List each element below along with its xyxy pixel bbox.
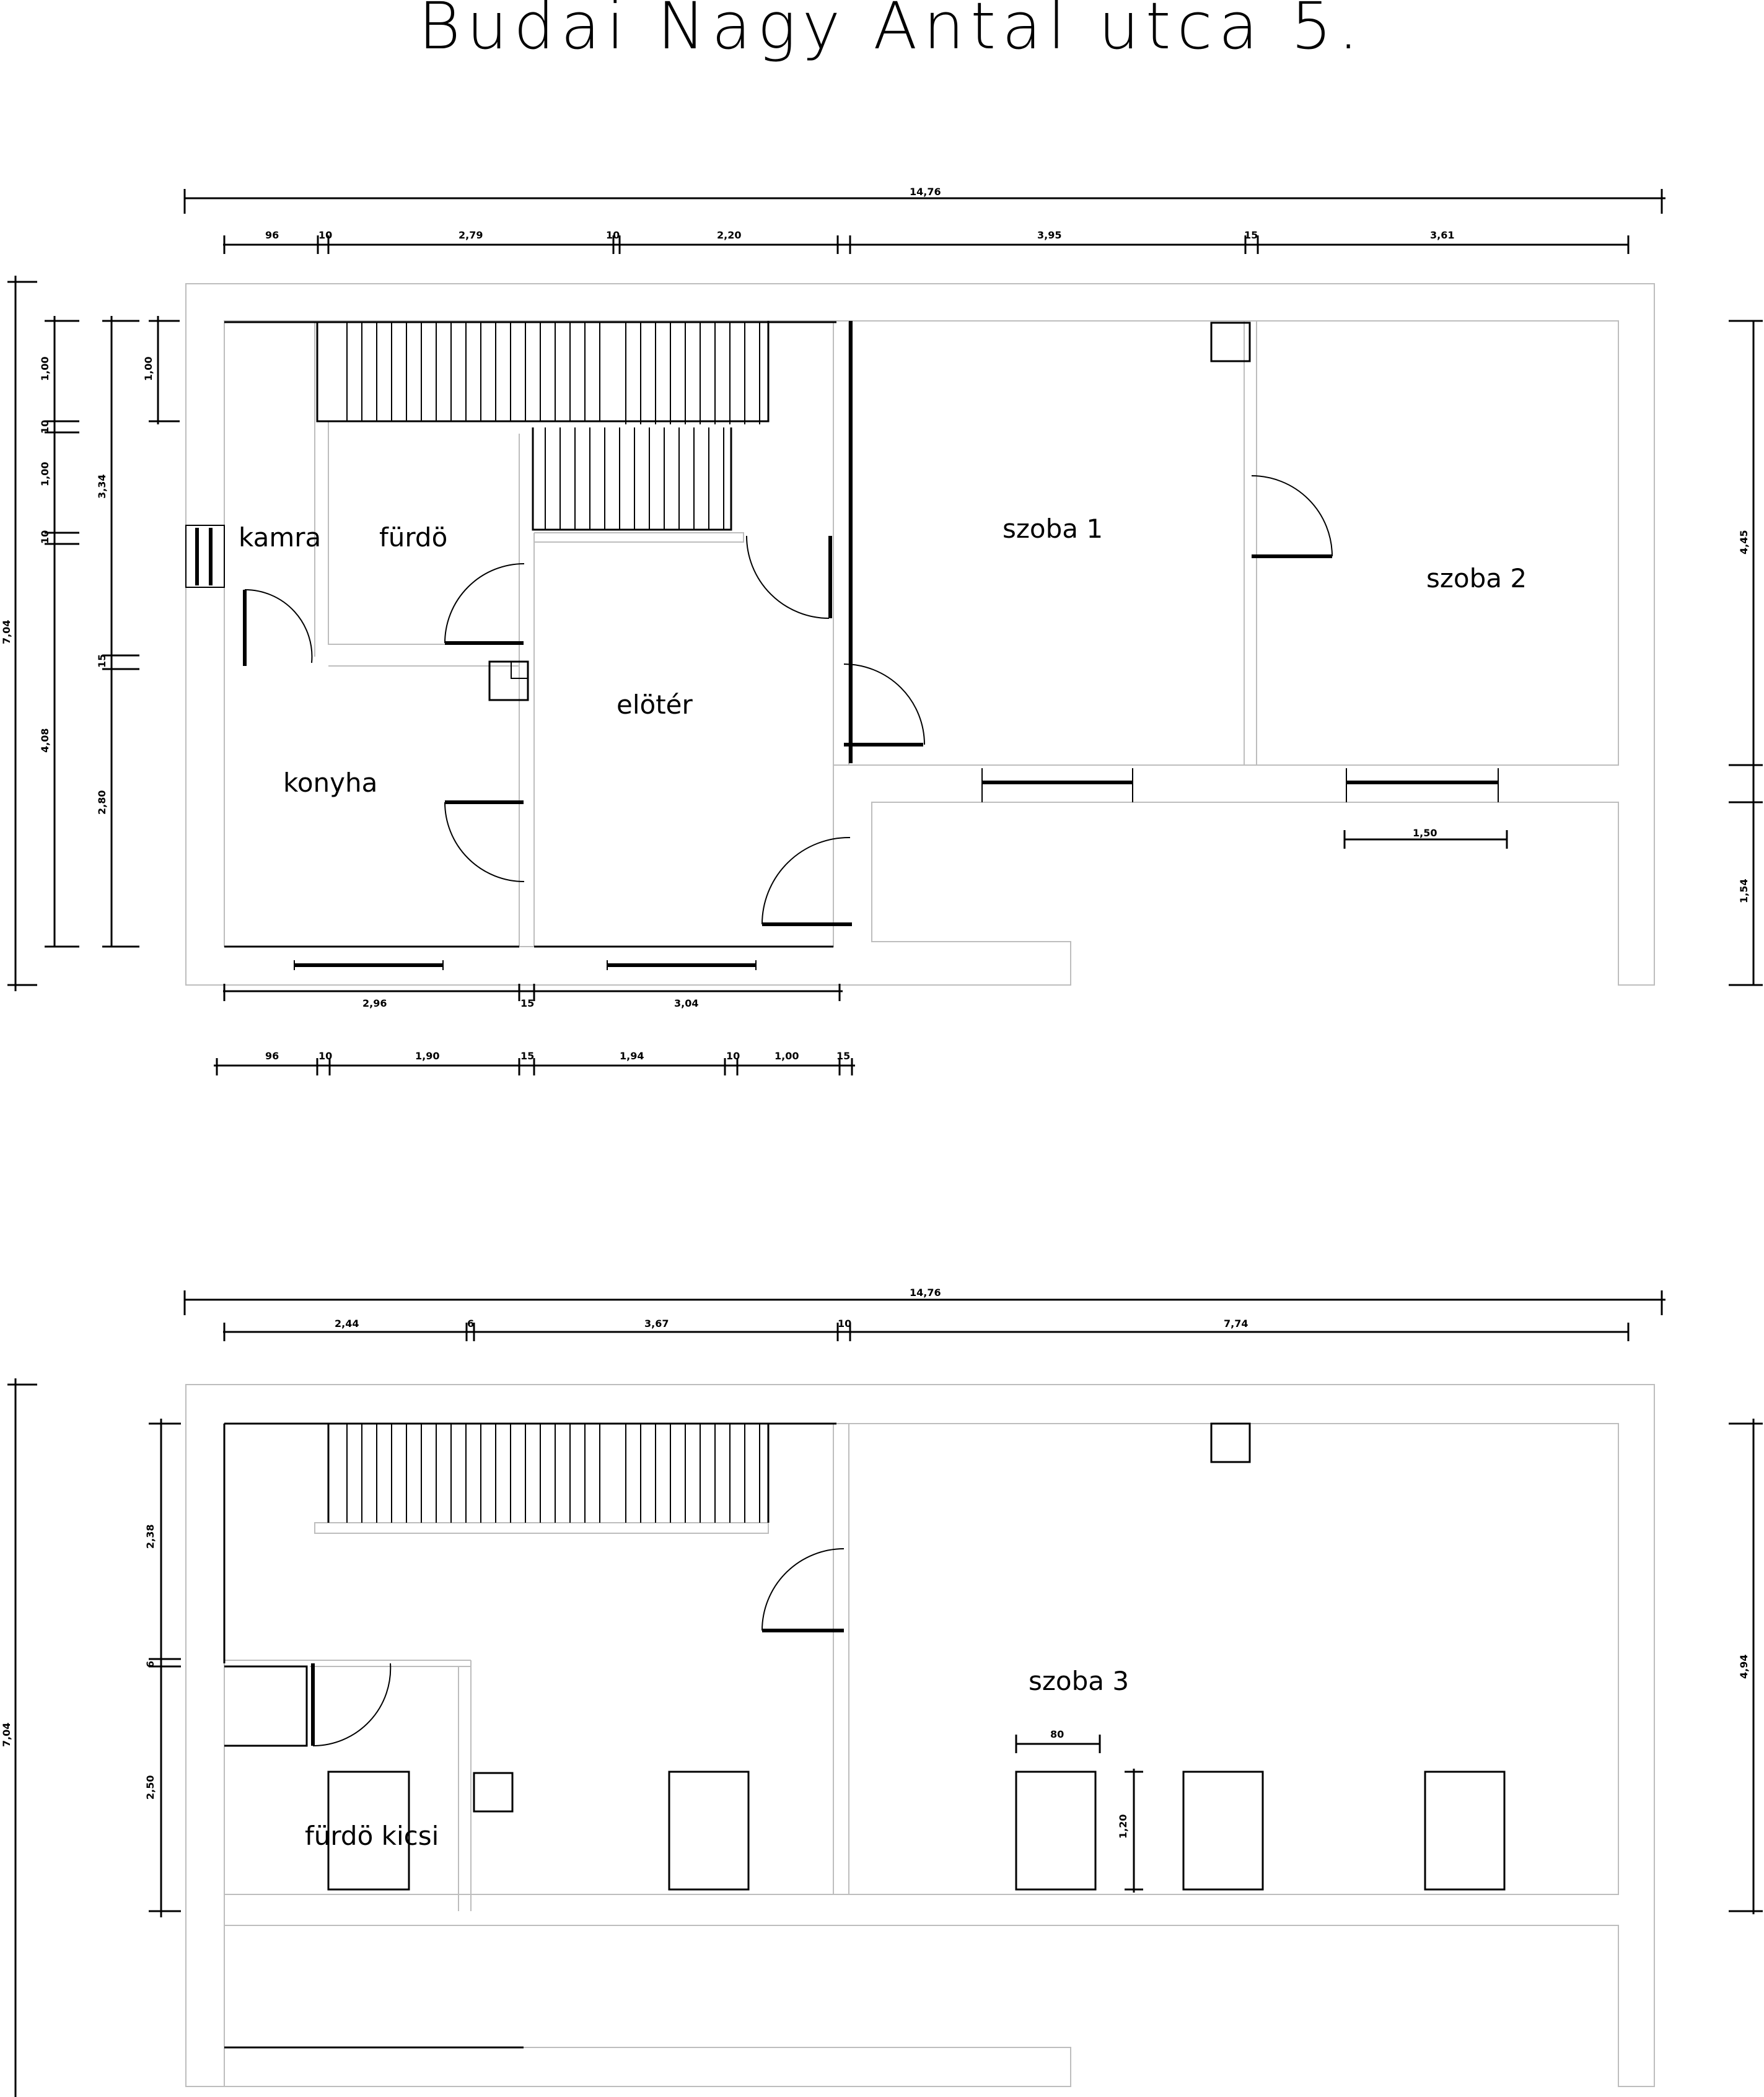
dim-text: 6 — [144, 1661, 156, 1668]
dim-text: 15 — [836, 1050, 850, 1062]
ground-floor-plan: kamra fürdö szoba 1 szoba 2 elötér konyh… — [1, 186, 1763, 1075]
room-label-furdo-kicsi: fürdö kicsi — [305, 1821, 439, 1851]
dimension-lines — [7, 1290, 1763, 2097]
dim-text: 15 — [520, 997, 534, 1009]
dim-text: 10 — [726, 1050, 740, 1062]
dim-total-height: 7,04 — [1, 620, 12, 644]
dim-text: 2,44 — [335, 1318, 359, 1329]
room-label-szoba2: szoba 2 — [1426, 563, 1527, 593]
plan-title: Budai Nagy Antal utca 5. — [418, 0, 1365, 64]
door — [444, 563, 525, 645]
dim-text: 2,79 — [459, 229, 483, 241]
dim-text: 96 — [265, 229, 279, 241]
dim-text: 2,50 — [144, 1775, 156, 1800]
upper-floor-plan: szoba 3 fürdö kicsi 14,76 2,44 6 3,67 10… — [1, 1287, 1763, 2097]
roof-window — [1182, 1771, 1264, 1891]
dim-text: 4,08 — [39, 729, 51, 753]
chimney-small — [488, 660, 529, 701]
dim-text: 3,95 — [1037, 229, 1061, 241]
dim-text: 10 — [318, 1050, 332, 1062]
door — [311, 1663, 392, 1747]
dim-text: 2,80 — [96, 790, 108, 815]
door — [761, 836, 852, 926]
window — [294, 960, 444, 970]
window — [185, 525, 225, 588]
dim-text: 2,38 — [144, 1525, 156, 1549]
dim-text: 15 — [96, 654, 108, 668]
dim-text: 3,67 — [644, 1318, 669, 1329]
room-label-eloter: elötér — [617, 690, 693, 720]
roof-window — [1015, 1771, 1097, 1891]
dim-total-width: 14,76 — [910, 186, 941, 198]
dim-text: 1,00 — [774, 1050, 799, 1062]
dim-text: 3,34 — [96, 475, 108, 499]
window — [981, 768, 1133, 802]
dim-text: 96 — [265, 1050, 279, 1062]
door — [243, 589, 313, 666]
dim-total-width: 14,76 — [910, 1287, 941, 1298]
dim-text: 10 — [39, 420, 51, 434]
dim-text: 10 — [838, 1318, 851, 1329]
dim-text: 15 — [1244, 229, 1258, 241]
dim-text: 7,74 — [1224, 1318, 1248, 1329]
staircase — [224, 1422, 836, 1523]
dim-text: 10 — [318, 229, 332, 241]
dim-text: 10 — [606, 229, 620, 241]
dim-text: 1,00 — [143, 357, 154, 381]
dim-text: 1,00 — [39, 462, 51, 486]
dim-text: 2,96 — [362, 997, 387, 1009]
door — [761, 1548, 845, 1632]
dim-text: 2,20 — [717, 229, 741, 241]
dim-window-width: 1,50 — [1413, 827, 1437, 839]
door — [1251, 475, 1333, 558]
door — [843, 663, 925, 746]
chimney-small — [473, 1772, 514, 1813]
roof-window — [668, 1771, 750, 1891]
dim-total-height: 7,04 — [1, 1723, 12, 1747]
room-label-konyha: konyha — [283, 768, 377, 798]
room-label-szoba3: szoba 3 — [1029, 1666, 1129, 1696]
room-label-furdo: fürdö — [379, 522, 447, 553]
dim-text: 80 — [1050, 1728, 1064, 1740]
dim-text: 4,94 — [1738, 1655, 1750, 1679]
roof-window — [327, 1771, 410, 1891]
dim-text: 1,94 — [620, 1050, 644, 1062]
door — [444, 800, 525, 882]
dim-text: 1,54 — [1738, 879, 1750, 903]
dim-text: 1,90 — [415, 1050, 439, 1062]
room-label-kamra: kamra — [239, 522, 321, 553]
dim-text: 1,00 — [39, 357, 51, 381]
dim-text: 4,45 — [1738, 530, 1750, 554]
dim-text: 6 — [467, 1318, 474, 1329]
dim-text: 15 — [520, 1050, 534, 1062]
room-label-szoba1: szoba 1 — [1003, 514, 1103, 544]
dim-text: 10 — [39, 530, 51, 544]
chimney — [1210, 322, 1251, 362]
staircase — [224, 321, 836, 531]
dim-text: 3,61 — [1430, 229, 1454, 241]
roof-window — [1424, 1771, 1506, 1891]
dim-text: 1,20 — [1117, 1815, 1129, 1839]
chimney — [1210, 1422, 1251, 1463]
door — [746, 535, 832, 619]
dim-text: 3,04 — [674, 997, 698, 1009]
window — [1346, 768, 1499, 802]
dimension-lines — [7, 189, 1763, 1075]
window — [607, 960, 757, 970]
